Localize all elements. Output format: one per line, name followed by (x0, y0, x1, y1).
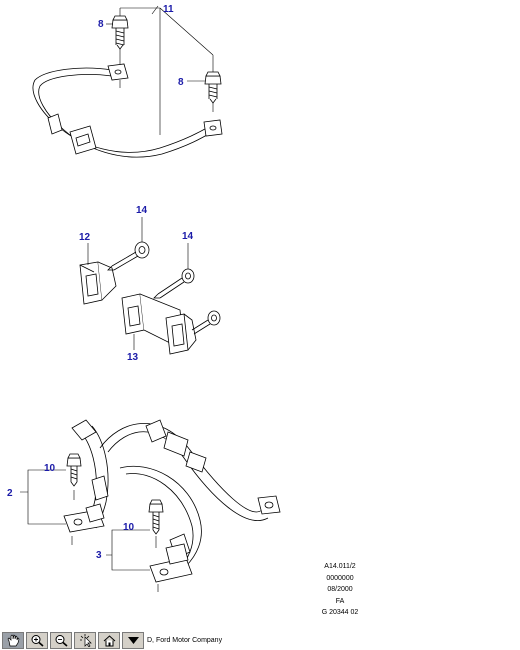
zoom-out-button[interactable] (50, 632, 72, 649)
home-button[interactable] (98, 632, 120, 649)
home-icon (103, 635, 115, 647)
callout-8-left: 8 (98, 19, 104, 30)
callout-10-right: 10 (123, 522, 135, 533)
code-line: G 20344 02 (321, 609, 359, 616)
parts-diagram: 11 8 8 (7, 4, 281, 592)
code-line: 0000000 (326, 574, 354, 582)
code-line: A14.011/2 (324, 563, 356, 570)
pan-tool-button[interactable] (2, 632, 24, 649)
hand-icon (7, 634, 19, 647)
callout-11: 11 (163, 4, 174, 15)
viewer-toolbar: D, Ford Motor Company (0, 631, 520, 650)
clip-12 (79, 261, 117, 305)
anchor-plate-right (149, 543, 193, 583)
callout-14-upper: 14 (136, 205, 148, 216)
callout-2: 2 (7, 488, 13, 499)
lap-belt-assembly: 11 8 8 (32, 4, 223, 158)
callout-12: 12 (79, 232, 91, 243)
zoom-out-icon (55, 635, 68, 647)
copyright-text: D, Ford Motor Company (147, 637, 223, 644)
push-pin-14-upper (107, 217, 150, 271)
callout-10-left: 10 (44, 463, 56, 474)
bolt-8-left (111, 15, 129, 50)
dropdown-button[interactable] (122, 632, 144, 649)
lap-belt-webbing (32, 49, 223, 158)
zoom-in-button[interactable] (26, 632, 48, 649)
clip-13 (121, 293, 197, 355)
zoom-in-icon (31, 635, 44, 647)
callout-3: 3 (96, 550, 102, 561)
code-line: 08/2000 (327, 586, 353, 593)
bolt-10-right (148, 499, 164, 548)
triangle-down-icon (127, 637, 139, 644)
clip-assembly: 14 14 12 13 (79, 205, 221, 363)
shoulder-belt-assembly: 10 10 2 3 (7, 419, 281, 592)
anchor-plate-left (63, 503, 105, 533)
push-pin-14-lower (153, 243, 195, 299)
callout-8-right: 8 (178, 77, 184, 88)
push-pin-right (191, 310, 221, 335)
callout-14-lower: 14 (182, 231, 194, 242)
callout-13: 13 (127, 352, 139, 363)
bolt-8-right (204, 71, 222, 112)
select-tool-button[interactable] (74, 632, 96, 649)
bolt-10-left (66, 453, 82, 500)
code-line: FA (335, 597, 345, 605)
drawing-code-block: A14.011/2 0000000 08/2000 FA G 20344 02 (300, 561, 380, 619)
cursor-icon (79, 634, 92, 647)
